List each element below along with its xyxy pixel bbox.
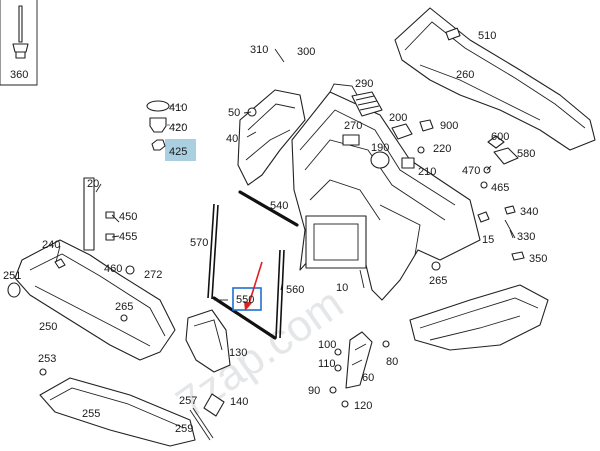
callout-580[interactable]: 580 [517,148,535,160]
part-290-vent[interactable] [351,91,383,117]
callout-330[interactable]: 330 [517,231,535,243]
callout-40[interactable]: 40 [226,133,238,145]
callout-272[interactable]: 272 [144,269,162,281]
callout-540[interactable]: 540 [270,200,288,212]
callout-50[interactable]: 50 [228,107,240,119]
callout-465[interactable]: 465 [491,182,509,194]
callout-600[interactable]: 600 [491,131,509,143]
callout-260[interactable]: 260 [456,69,474,81]
callout-300[interactable]: 300 [297,46,315,58]
callout-190[interactable]: 190 [371,142,389,154]
callout-220[interactable]: 220 [433,143,451,155]
callout-255[interactable]: 255 [82,408,100,420]
callout-250[interactable]: 250 [39,321,57,333]
right-lower-bracket[interactable] [409,261,549,351]
callout-460[interactable]: 460 [104,263,122,275]
callout-360[interactable]: 360 [10,69,28,81]
callout-350[interactable]: 350 [529,253,547,265]
inset-box-360 [0,0,38,86]
callout-470[interactable]: 470 [462,165,480,177]
callout-265-left[interactable]: 265 [115,301,133,313]
callout-120[interactable]: 120 [354,400,372,412]
parts-60-cluster[interactable] [329,331,390,408]
callout-60[interactable]: 60 [362,372,374,384]
parts-right-cluster[interactable] [477,135,525,261]
callout-10[interactable]: 10 [336,282,348,294]
callout-455[interactable]: 455 [119,231,137,243]
part-130[interactable] [185,309,231,373]
callout-253[interactable]: 253 [38,353,56,365]
callout-265-right[interactable]: 265 [429,275,447,287]
callout-410[interactable]: 410 [169,102,187,114]
callout-210[interactable]: 210 [418,166,436,178]
callout-340[interactable]: 340 [520,206,538,218]
leader-lines [55,48,514,301]
callout-130[interactable]: 130 [229,347,247,359]
callout-200[interactable]: 200 [389,112,407,124]
seal-strips[interactable] [207,190,299,340]
selection-box-550[interactable] [232,287,262,311]
parts-257-259[interactable] [189,393,225,441]
callout-290[interactable]: 290 [355,78,373,90]
callout-259[interactable]: 259 [175,423,193,435]
callout-510[interactable]: 510 [478,30,496,42]
left-headlamp-bracket-40[interactable] [237,89,306,186]
callout-570[interactable]: 570 [190,237,208,249]
callout-450[interactable]: 450 [119,211,137,223]
front-end-carrier-10[interactable] [291,83,481,301]
callout-20[interactable]: 20 [87,178,99,190]
callout-425[interactable]: 425 [169,146,187,158]
callout-560[interactable]: 560 [286,284,304,296]
callout-270[interactable]: 270 [344,120,362,132]
callout-110[interactable]: 110 [318,358,336,370]
callout-80[interactable]: 80 [386,356,398,368]
left-lower-member-250[interactable] [7,177,176,361]
parts-270-220-cluster[interactable] [342,119,434,169]
callout-240[interactable]: 240 [42,239,60,251]
callout-900[interactable]: 900 [440,120,458,132]
right-side-member-260[interactable] [394,7,596,151]
selection-arrow-icon [244,261,263,311]
callout-15[interactable]: 15 [482,234,494,246]
callout-90[interactable]: 90 [308,385,320,397]
callout-100[interactable]: 100 [318,339,336,351]
left-fasteners[interactable] [54,211,135,322]
callout-310[interactable]: 310 [250,44,268,56]
callout-550[interactable]: 550 [236,294,254,306]
part-410-420-425[interactable] [146,100,184,151]
callout-labels: 360 310 300 510 260 410 420 425 50 40 29… [3,30,547,435]
callout-257[interactable]: 257 [179,395,197,407]
callout-140[interactable]: 140 [230,396,248,408]
highlight-425 [165,139,196,161]
bottom-member-255[interactable] [39,368,196,447]
callout-420[interactable]: 420 [169,122,187,134]
callout-251[interactable]: 251 [3,270,21,282]
